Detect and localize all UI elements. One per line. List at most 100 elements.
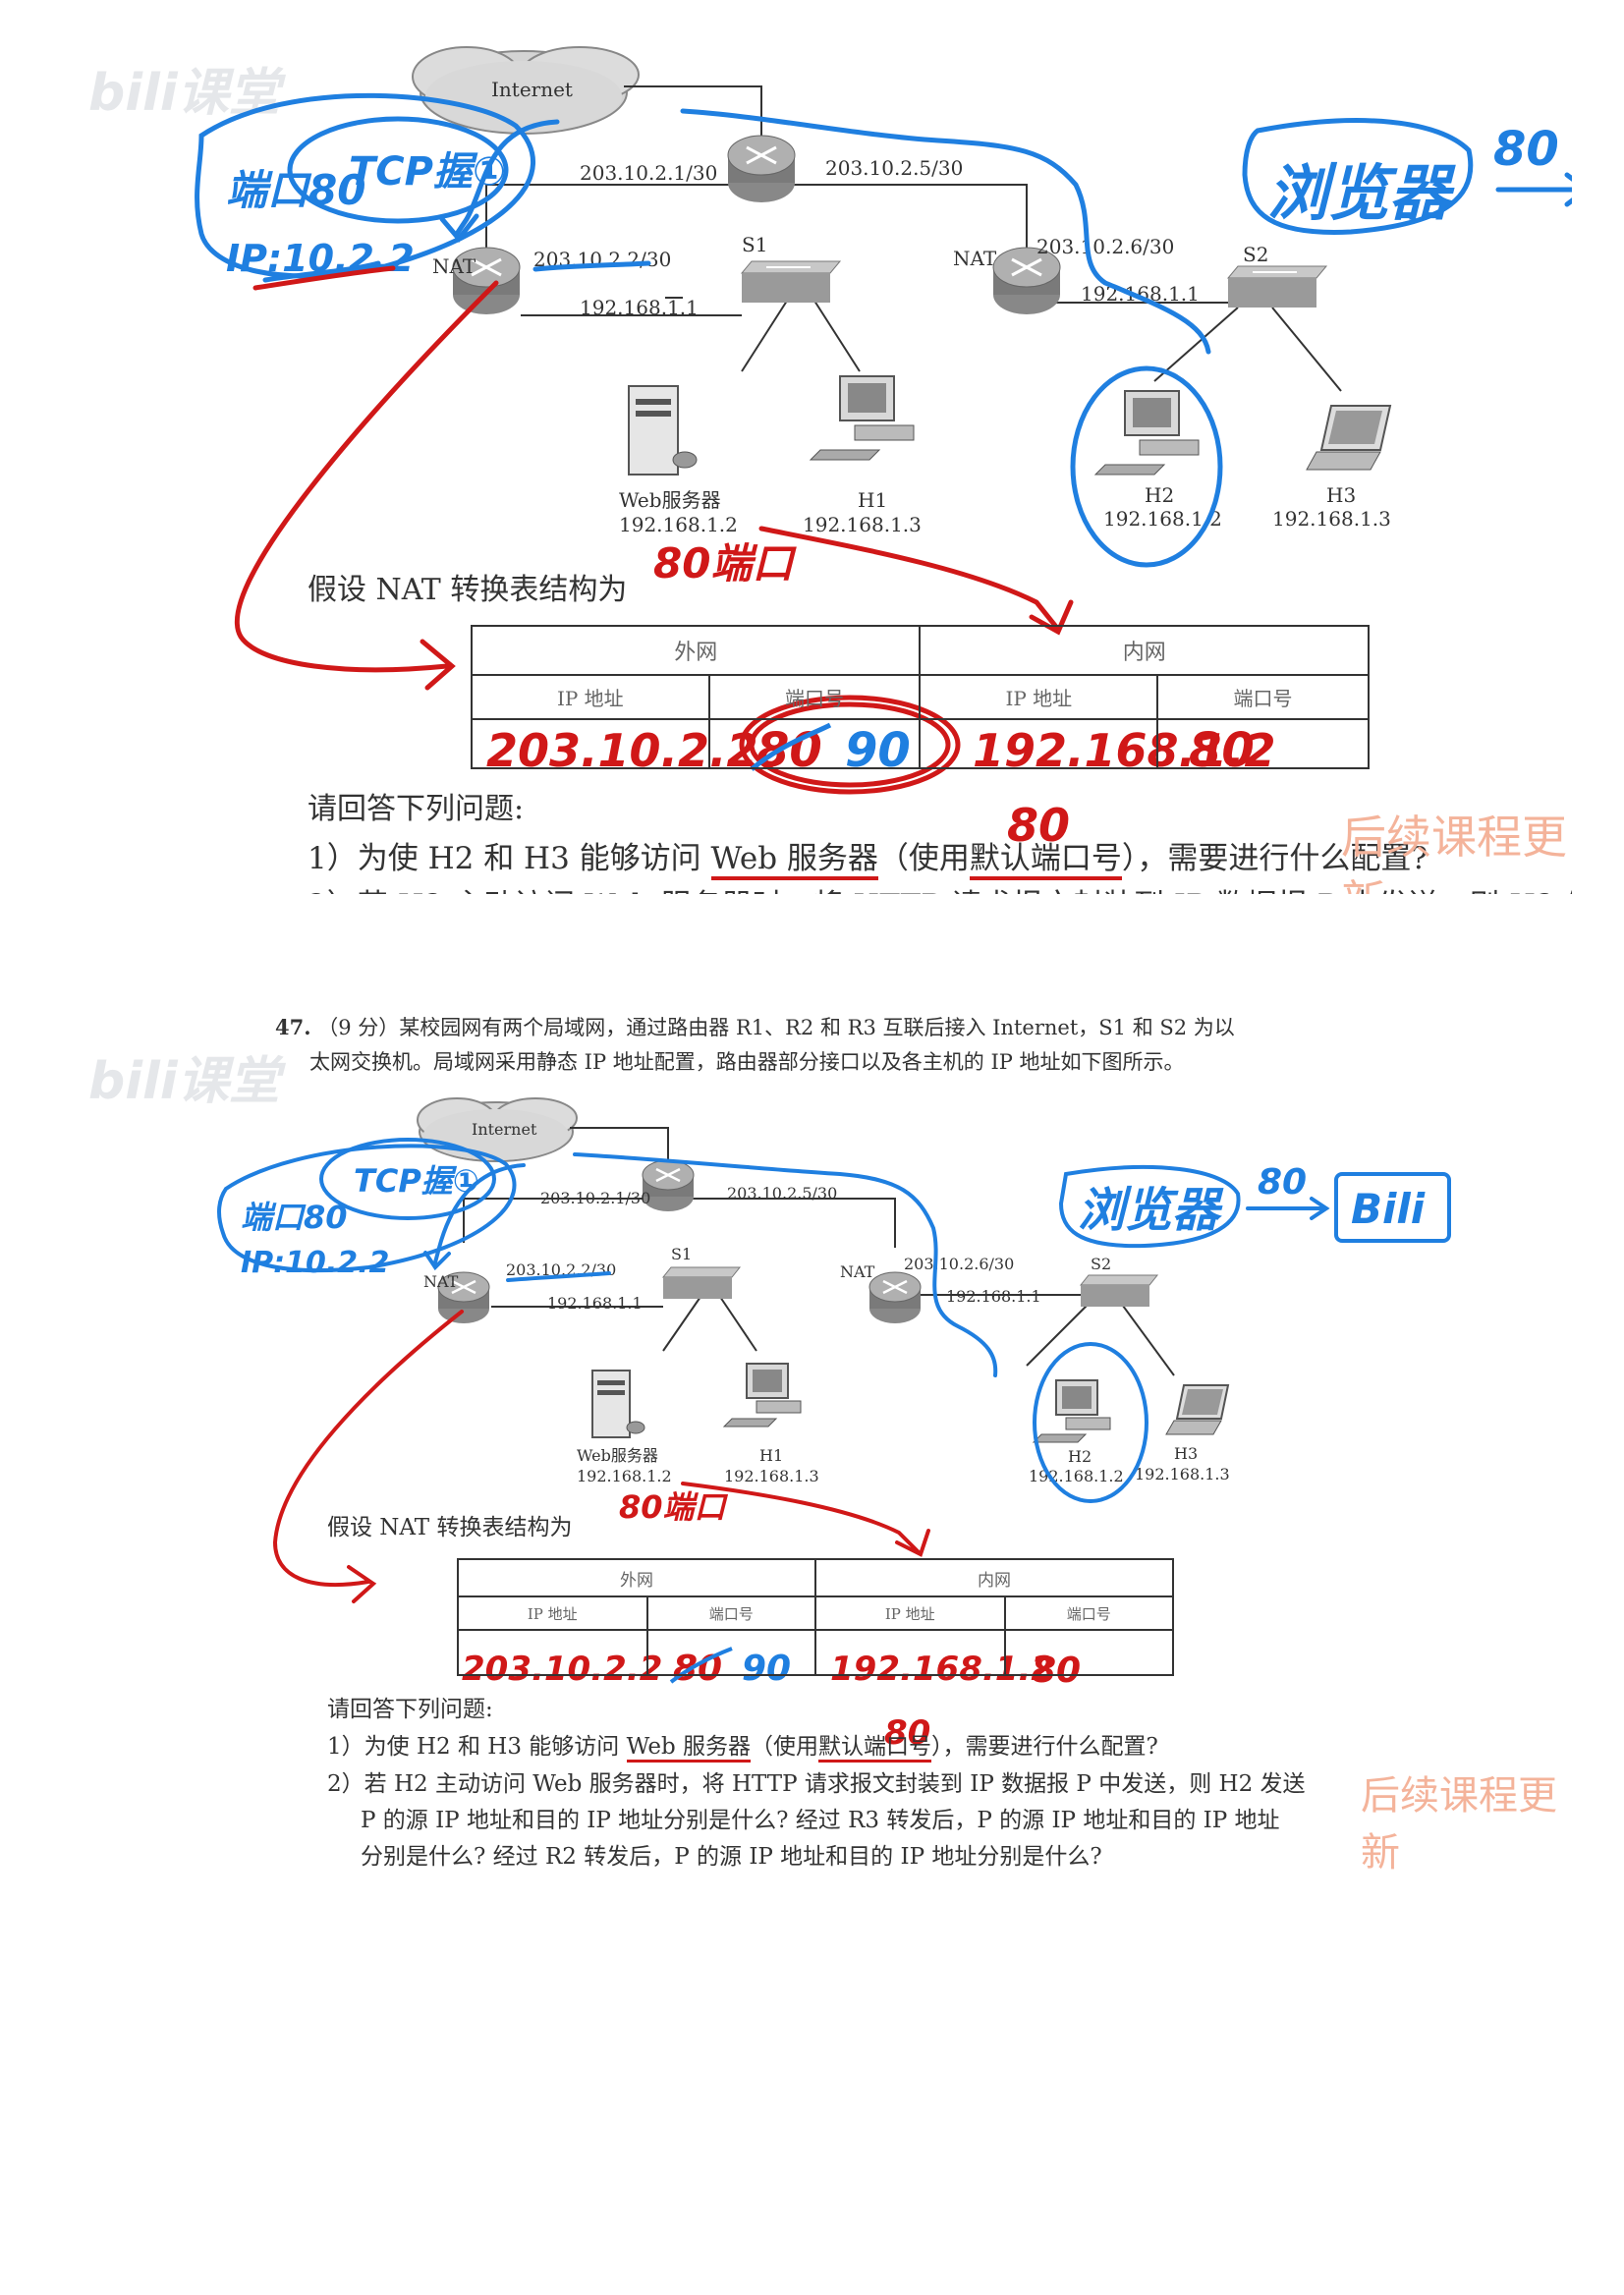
q1-web: Web 服务器 xyxy=(626,1734,751,1763)
pc-h2-icon xyxy=(1032,1379,1111,1443)
question-heading: 47. （9 分）某校园网有两个局域网，通过路由器 R1、R2 和 R3 互联后… xyxy=(275,1012,1235,1041)
answer-prompt: 请回答下列问题: xyxy=(327,1697,493,1722)
label-ip-r1-right: 203.10.2.5/30 xyxy=(825,156,963,180)
label-web-server: Web服务器 xyxy=(619,488,721,512)
router-r2-icon xyxy=(437,1271,490,1323)
hand-browser-port: 80 xyxy=(1258,1162,1307,1203)
nat-table-1: 外网 内网 IP 地址 端口号 IP 地址 端口号 xyxy=(470,625,1370,769)
label-internet: Internet xyxy=(472,1120,537,1139)
label-ip-r3-lan: 192.168.1.1 xyxy=(1081,282,1200,306)
label-nat-right: NAT xyxy=(840,1262,875,1281)
hand-port-note: 端口80 xyxy=(226,166,365,214)
question-2-line2: P 的源 IP 地址和目的 IP 地址分别是什么? 经过 R3 转发后，P 的源… xyxy=(361,1808,1280,1833)
hand-port-80-label: 80端口 xyxy=(653,539,797,588)
pc-h1-icon xyxy=(722,1363,802,1427)
label-r3: R3 xyxy=(1015,315,1038,335)
label-ip-r1-left: 203.10.2.1/30 xyxy=(540,1189,650,1207)
label-h1: H1 xyxy=(858,488,887,512)
q1-mid: （使用 xyxy=(751,1734,818,1760)
panel-zoomed-diagram: bili课堂 xyxy=(54,37,1572,894)
label-ip-r3-wan: 203.10.2.6/30 xyxy=(904,1255,1014,1273)
switch-s2-icon xyxy=(1079,1274,1159,1307)
nat-intro: 假设 NAT 转换表结构为 xyxy=(308,573,628,607)
nat-col-outer-ip: IP 地址 xyxy=(471,674,710,720)
switch-s2-icon xyxy=(1226,265,1328,308)
hand-default-port: 80 xyxy=(1007,799,1070,852)
q1-suffix: ），需要进行什么配置? xyxy=(1121,841,1428,876)
promo-text: 后续课程更新 xyxy=(1341,811,1567,894)
label-ip-r2-lan: 192.168.1.1 xyxy=(547,1294,643,1313)
router-r1-icon xyxy=(642,1159,695,1211)
question-2-cut: 2）若 H2 主动访问 Web 服务器时，将 HTTP 请求报文封装到 IP 数… xyxy=(308,880,1572,894)
nat-col-outer-port: 端口号 xyxy=(645,1595,816,1631)
hand-browser: 浏览器 xyxy=(1078,1183,1224,1238)
label-ip-r3-lan: 192.168.1.1 xyxy=(946,1287,1041,1306)
hand-port-note: 端口80 xyxy=(241,1199,348,1236)
label-s1: S1 xyxy=(671,1245,692,1263)
question-1: 1）为使 H2 和 H3 能够访问 Web 服务器（使用默认端口号），需要进行什… xyxy=(308,833,1428,880)
label-r1: R1 xyxy=(659,1213,677,1228)
hand-browser: 浏览器 xyxy=(1267,157,1456,229)
switch-s1-icon xyxy=(740,260,842,303)
web-server-icon xyxy=(628,385,698,476)
nat-header-inner: 内网 xyxy=(813,1558,1175,1597)
question-number: 47. xyxy=(275,1015,311,1039)
label-nat-left: NAT xyxy=(432,254,476,278)
label-ip-r1-right: 203.10.2.5/30 xyxy=(727,1184,837,1203)
label-h2-ip: 192.168.1.2 xyxy=(1029,1467,1124,1485)
router-r3-icon xyxy=(992,247,1061,314)
label-r3: R3 xyxy=(886,1325,904,1340)
label-h3-ip: 192.168.1.3 xyxy=(1135,1465,1230,1483)
label-h1: H1 xyxy=(759,1446,783,1465)
nat-header-outer: 外网 xyxy=(470,625,922,676)
q1-web: Web 服务器 xyxy=(710,841,878,880)
hand-tcp-note: TCP握① xyxy=(354,1162,479,1200)
label-ip-r1-left: 203.10.2.1/30 xyxy=(580,161,717,185)
hand-tcp-note: TCP握① xyxy=(349,149,506,195)
label-h1-ip: 192.168.1.3 xyxy=(724,1467,819,1485)
q1-prefix: 1）为使 H2 和 H3 能够访问 xyxy=(327,1734,627,1760)
label-h1-ip: 192.168.1.3 xyxy=(803,513,922,536)
router-r1-icon xyxy=(727,135,796,202)
pc-h1-icon xyxy=(809,375,915,461)
nat-col-inner-ip: IP 地址 xyxy=(919,674,1159,720)
label-s1: S1 xyxy=(742,233,767,256)
question-2-line3: 分别是什么? 经过 R2 转发后，P 的源 IP 地址和目的 IP 地址分别是什… xyxy=(361,1844,1102,1870)
nat-col-inner-port: 端口号 xyxy=(1003,1595,1175,1631)
label-web-ip: 192.168.1.2 xyxy=(619,513,738,536)
nat-table-2: 外网 内网 IP 地址 端口号 IP 地址 端口号 xyxy=(457,1558,1175,1676)
question-1: 1）为使 H2 和 H3 能够访问 Web 服务器（使用默认端口号），需要进行什… xyxy=(327,1727,1158,1763)
label-web-server: Web服务器 xyxy=(577,1446,658,1465)
switch-s1-icon xyxy=(661,1266,742,1299)
label-h2: H2 xyxy=(1068,1447,1092,1466)
pc-h2-icon xyxy=(1093,390,1200,476)
blue-annotations xyxy=(217,1138,1451,1503)
panel-full-question: bili课堂 47. （9 分）某校园网有两个局域网，通过路由器 R1、R2 和… xyxy=(54,1012,1572,1875)
label-nat-left: NAT xyxy=(423,1272,459,1291)
q1-port: 默认端口号 xyxy=(969,841,1122,880)
label-ip-r3-wan: 203.10.2.6/30 xyxy=(1036,235,1174,258)
q1-suffix: ），需要进行什么配置? xyxy=(931,1734,1158,1760)
q1-port: 默认端口号 xyxy=(818,1734,931,1763)
nat-intro: 假设 NAT 转换表结构为 xyxy=(327,1515,573,1540)
label-h3: H3 xyxy=(1174,1444,1198,1463)
promo-text: 后续课程更新 xyxy=(1361,1773,1557,1875)
nat-col-inner-port: 端口号 xyxy=(1156,674,1370,720)
hand-port-80-label: 80端口 xyxy=(619,1488,729,1526)
label-h3: H3 xyxy=(1326,483,1356,507)
blue-annotations xyxy=(195,92,1572,568)
heading-line2: 太网交换机。局域网采用静态 IP 地址配置，路由器部分接口以及各主机的 IP 地… xyxy=(309,1050,1185,1074)
hand-browser-port: 80 xyxy=(1493,122,1559,177)
nat-col-outer-port: 端口号 xyxy=(707,674,922,720)
label-r2: R2 xyxy=(475,315,498,335)
nat-col-outer-ip: IP 地址 xyxy=(457,1595,648,1631)
hand-ip-note: IP:10.2.2 xyxy=(226,237,415,280)
label-h2: H2 xyxy=(1145,483,1174,507)
nat-header-outer: 外网 xyxy=(457,1558,816,1597)
q1-prefix: 1）为使 H2 和 H3 能够访问 xyxy=(308,841,711,876)
red-annotations xyxy=(272,1310,930,1603)
hand-bili: Bili xyxy=(1351,1185,1426,1233)
web-server-icon xyxy=(591,1370,645,1438)
heading-line1: （9 分）某校园网有两个局域网，通过路由器 R1、R2 和 R3 互联后接入 I… xyxy=(317,1016,1235,1039)
label-h3-ip: 192.168.1.3 xyxy=(1272,507,1391,531)
